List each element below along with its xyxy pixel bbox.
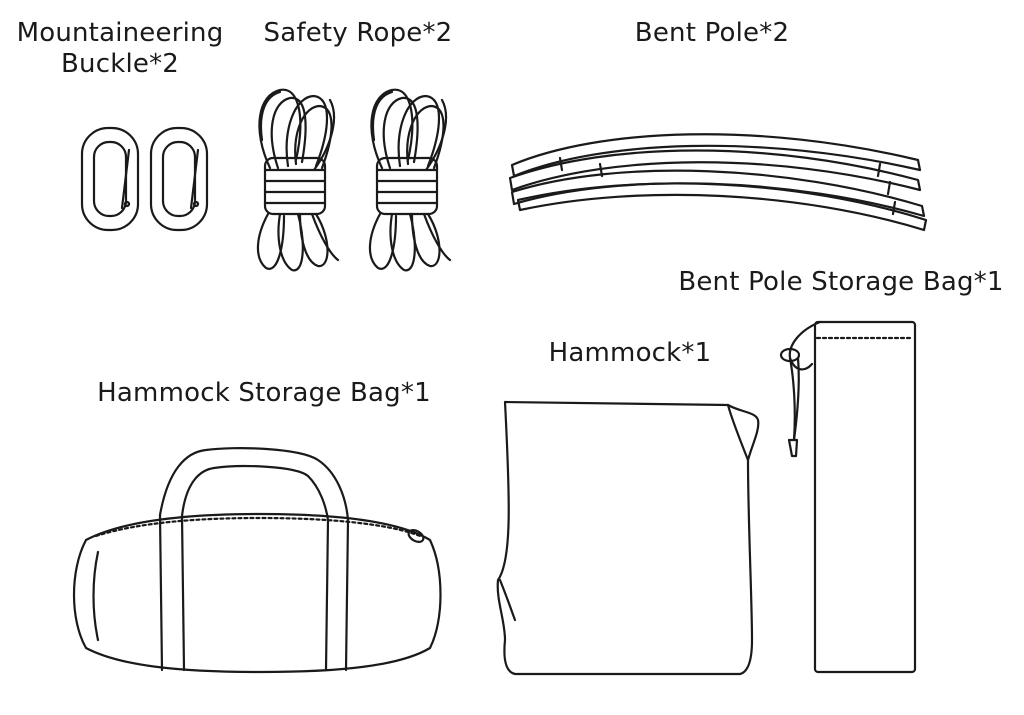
hammock-bag-label: Hammock Storage Bag*1	[97, 378, 431, 408]
buckle-label: Mountaineering Buckle*2	[14, 18, 226, 80]
carabiner-illustration-2	[151, 128, 207, 230]
buckle-label-line1: Mountaineering	[16, 18, 224, 48]
pole-bag-illustration	[781, 322, 915, 672]
safety-rope-label: Safety Rope*2	[263, 18, 453, 48]
rope-coil-illustration-2	[370, 90, 450, 271]
buckle-label-line2: Buckle*2	[60, 49, 180, 79]
hammock-label: Hammock*1	[548, 338, 712, 368]
rope-coil-illustration-1	[258, 90, 338, 271]
hammock-illustration	[498, 402, 759, 674]
bent-pole-label: Bent Pole*2	[634, 18, 790, 48]
bent-pole-bag-label: Bent Pole Storage Bag*1	[678, 267, 1004, 297]
carabiner-illustration-1	[82, 128, 138, 230]
bent-poles-illustration	[510, 134, 926, 230]
hammock-bag-illustration	[74, 448, 441, 672]
